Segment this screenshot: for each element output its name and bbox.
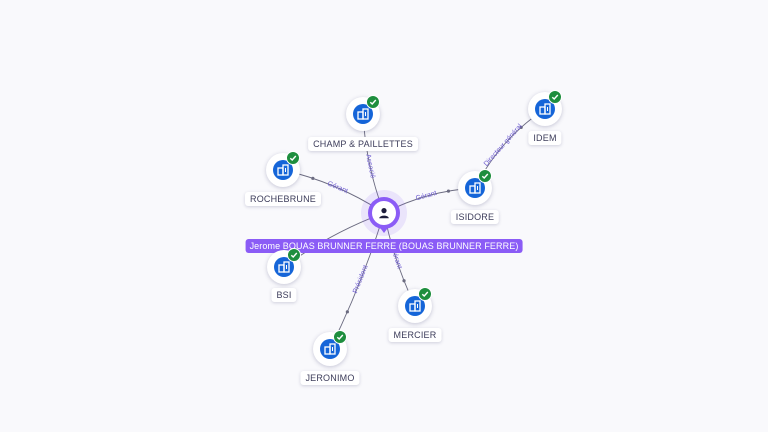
building-icon [278,261,290,273]
relation-label-idem: Directeur général [483,123,524,168]
person-node[interactable]: Jerome BOUAS BRUNNER FERRE (BOUAS BRUNNE… [245,190,523,253]
company-label: ROCHEBRUNE [244,192,322,206]
building-icon [357,108,369,120]
edge-arrow-idem [519,125,523,129]
verified-check-icon [286,151,300,165]
company-icon-wrap [267,248,301,284]
relation-label-rochebrune: Gérant [326,180,348,195]
company-label: CHAMP & PAILLETTES [308,137,418,151]
company-node-champ[interactable]: CHAMP & PAILLETTES [308,95,418,151]
relation-label-isidore: Gérant [415,190,438,202]
company-label: BSI [271,288,297,302]
company-node-jeronimo[interactable]: JERONIMO [300,330,360,385]
relation-label-champ: Associé [364,154,376,180]
verified-check-icon [333,330,347,344]
company-icon-wrap [313,330,347,366]
company-node-mercier[interactable]: MERCIER [388,287,442,342]
relation-label-jeronimo: Président [352,264,369,294]
company-icon-wrap [528,90,562,126]
building-icon [539,103,551,115]
edge-arrow-mercier [402,279,406,283]
person-label: Jerome BOUAS BRUNNER FERRE (BOUAS BRUNNE… [245,239,523,253]
verified-check-icon [548,90,562,104]
company-label: ISIDORE [450,210,500,224]
company-label: JERONIMO [300,371,360,385]
company-label: IDEM [528,131,562,145]
verified-check-icon [287,248,301,262]
building-icon [469,182,481,194]
building-icon [409,300,421,312]
person-icon [379,208,389,219]
company-icon-wrap [398,287,432,323]
edge-arrow-jeronimo [345,310,349,314]
person-pin [368,197,400,229]
verified-check-icon [418,287,432,301]
company-node-idem[interactable]: IDEM [528,90,562,145]
building-icon [324,343,336,355]
verified-check-icon [478,169,492,183]
company-label: MERCIER [388,328,442,342]
company-icon-wrap [266,151,300,187]
pin-tip [378,225,390,233]
edge-arrow-rochebrune [311,176,315,180]
building-icon [277,164,289,176]
company-icon-wrap [346,95,380,131]
company-node-rochebrune[interactable]: ROCHEBRUNE [244,151,322,206]
company-node-bsi[interactable]: BSI [267,248,301,302]
edge-arrow-isidore [446,189,451,193]
company-node-isidore[interactable]: ISIDORE [450,169,500,224]
verified-check-icon [366,95,380,109]
company-icon-wrap [458,169,492,205]
